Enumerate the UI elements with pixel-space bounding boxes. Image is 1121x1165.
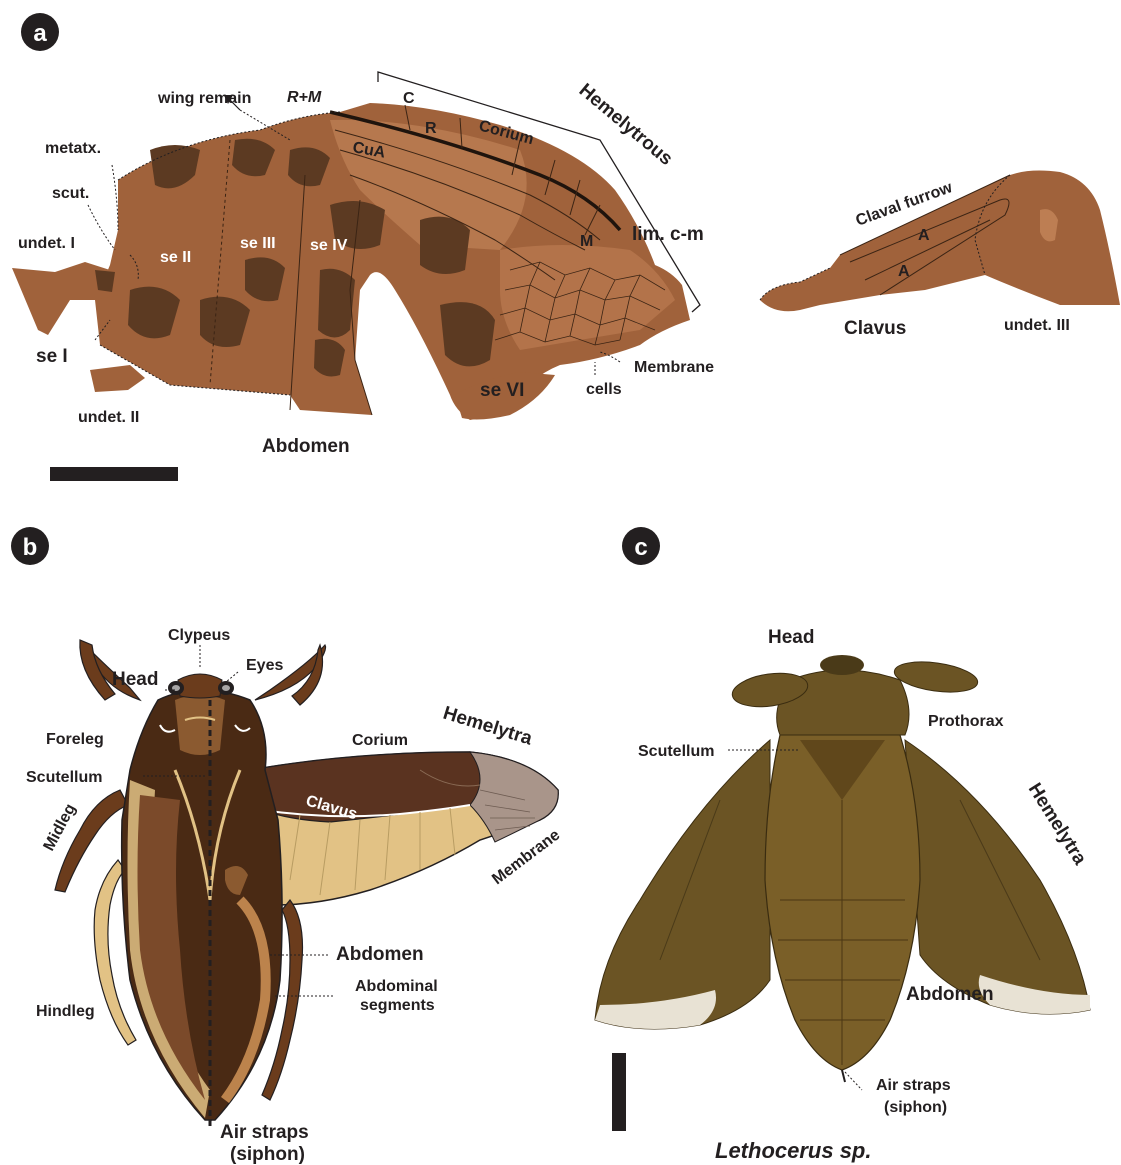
label-species: Lethocerus sp.	[715, 1138, 871, 1163]
label-r-m: R+M	[287, 89, 322, 106]
label-clavus-a: Clavus	[844, 318, 906, 339]
label-eyes: Eyes	[246, 657, 283, 674]
label-scut: scut.	[52, 185, 89, 202]
panel-c-badge-letter: c	[634, 534, 647, 561]
label-hemelytrous: Hemelytrous	[575, 80, 677, 170]
label-a-upper: A	[918, 227, 930, 244]
label-air-straps-c-2: (siphon)	[884, 1099, 947, 1116]
label-undet-3: undet. III	[1004, 317, 1070, 334]
label-m: M	[580, 233, 593, 250]
label-prothorax: Prothorax	[928, 713, 1004, 730]
label-abdominal-segments-2: segments	[360, 997, 435, 1014]
label-cells: cells	[586, 381, 622, 398]
extended-hemelytron	[262, 752, 558, 905]
label-abdomen-c: Abdomen	[906, 984, 994, 1005]
label-foreleg: Foreleg	[46, 731, 104, 748]
label-c: C	[403, 90, 415, 107]
label-air-straps-b-2: (siphon)	[230, 1144, 305, 1165]
label-clypeus: Clypeus	[168, 627, 230, 644]
panel-a: a	[12, 13, 1120, 481]
label-abdominal-segments-1: Abdominal	[355, 978, 438, 995]
label-corium-b: Corium	[352, 732, 408, 749]
label-scutellum-b: Scutellum	[26, 769, 102, 786]
label-wing-remain: wing remain	[157, 90, 251, 107]
panel-c: c Head Prothorax Scute	[595, 527, 1090, 1163]
specimen-photo	[595, 655, 1090, 1082]
label-hemelytra-b: Hemelytra	[441, 703, 535, 750]
panel-a-badge-letter: a	[33, 20, 47, 47]
label-undet-2: undet. II	[78, 409, 139, 426]
label-lim-cm: lim. c-m	[632, 224, 704, 245]
label-air-straps-b-1: Air straps	[220, 1122, 309, 1143]
label-air-straps-c-1: Air straps	[876, 1077, 951, 1094]
label-membrane-a: Membrane	[634, 359, 714, 376]
label-se-3: se III	[240, 235, 276, 252]
label-head-b: Head	[112, 669, 158, 690]
label-scutellum-c: Scutellum	[638, 743, 714, 760]
label-hindleg: Hindleg	[36, 1003, 95, 1020]
label-se-4: se IV	[310, 237, 348, 254]
label-head-c: Head	[768, 627, 814, 648]
scale-bar-a	[50, 467, 178, 481]
label-a-lower: A	[898, 263, 910, 280]
label-hemelytra-c: Hemelytra	[1024, 780, 1091, 869]
label-se-1: se I	[36, 346, 68, 367]
waterbug-body	[122, 674, 282, 1130]
undet-2-fragment	[90, 365, 145, 392]
label-se-2: se II	[160, 249, 191, 266]
label-metatx: metatx.	[45, 140, 101, 157]
panel-b-badge-letter: b	[23, 534, 38, 561]
label-se-6: se VI	[480, 380, 524, 401]
label-r: R	[425, 120, 437, 137]
scale-bar-c	[612, 1053, 626, 1131]
label-abdomen-a: Abdomen	[262, 436, 350, 457]
label-undet-1: undet. I	[18, 235, 75, 252]
label-abdomen-b: Abdomen	[336, 944, 424, 965]
